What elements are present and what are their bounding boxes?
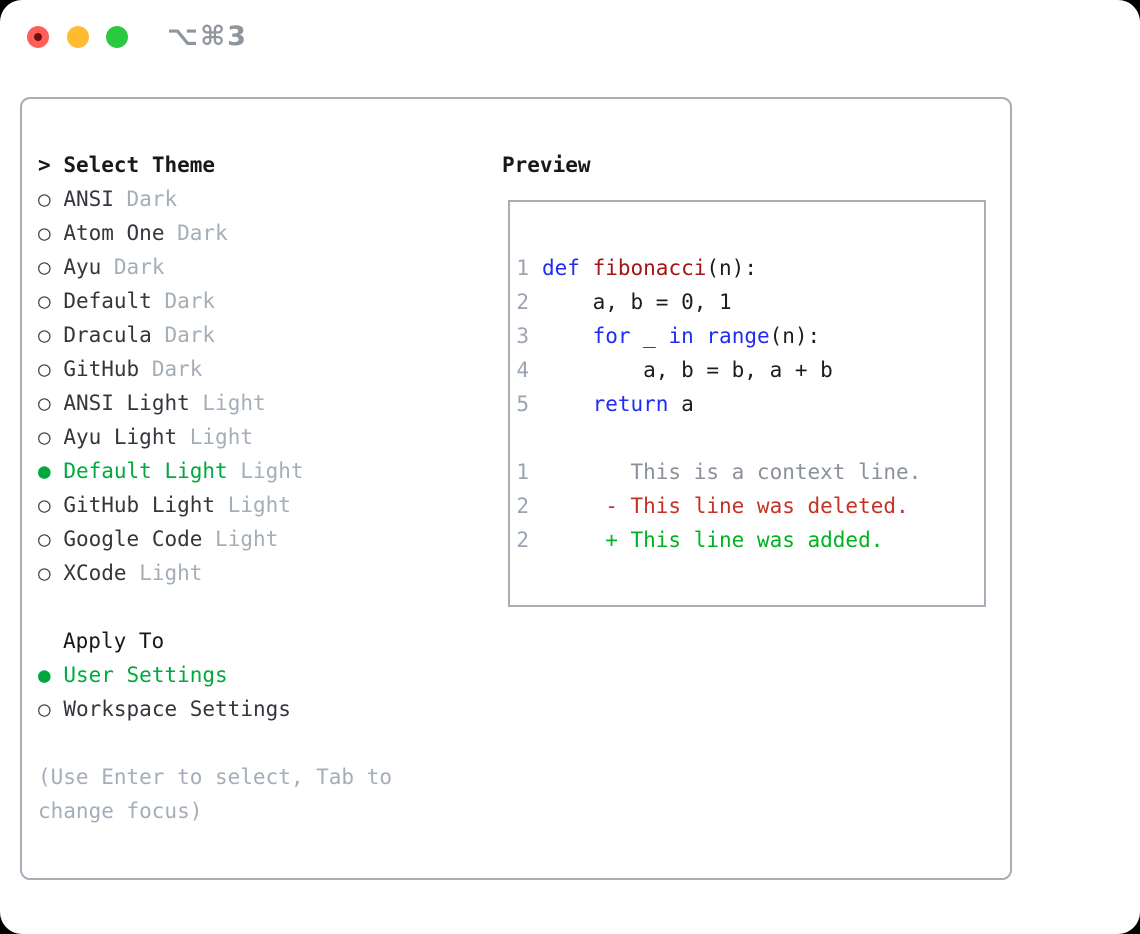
radio-selected-icon: ●: [38, 663, 51, 687]
radio-icon: ○: [38, 697, 51, 721]
line-number: 5: [516, 392, 529, 416]
blank-line: [516, 421, 984, 455]
theme-option-ansi-light[interactable]: ○ ANSI Light Light: [38, 386, 304, 420]
theme-name: ANSI: [63, 187, 114, 211]
line-number: 1: [516, 256, 529, 280]
code-line: 2 a, b = 0, 1: [516, 285, 984, 319]
theme-option-xcode[interactable]: ○ XCode Light: [38, 556, 304, 590]
theme-variant: Light: [227, 493, 291, 517]
line-number: 1: [516, 460, 529, 484]
theme-option-atom-one[interactable]: ○ Atom One Dark: [38, 216, 304, 250]
theme-option-ayu-light[interactable]: ○ Ayu Light Light: [38, 420, 304, 454]
radio-icon: ○: [38, 289, 51, 313]
theme-option-ansi[interactable]: ○ ANSI Dark: [38, 182, 304, 216]
theme-list: > Select Theme ○ ANSI Dark○ Atom One Dar…: [38, 148, 304, 590]
theme-name: Atom One: [63, 221, 165, 245]
apply-option-label: Workspace Settings: [63, 697, 291, 721]
theme-name: Default Light: [63, 459, 228, 483]
theme-option-default-light[interactable]: ● Default Light Light: [38, 454, 304, 488]
theme-name: XCode: [63, 561, 127, 585]
radio-icon: ○: [38, 527, 51, 551]
theme-option-dracula[interactable]: ○ Dracula Dark: [38, 318, 304, 352]
theme-list-title: Select Theme: [63, 153, 216, 177]
added-line: 2 + This line was added.: [516, 523, 984, 557]
radio-icon: ○: [38, 187, 51, 211]
line-number: 2: [516, 528, 529, 552]
theme-list-header: > Select Theme: [38, 148, 304, 182]
theme-name: Default: [63, 289, 152, 313]
radio-icon: ○: [38, 323, 51, 347]
window-title: ⌥⌘3: [167, 21, 248, 52]
hint-line-2: change focus): [38, 799, 203, 823]
theme-name: ANSI Light: [63, 391, 190, 415]
line-number: 3: [516, 324, 529, 348]
theme-variant: Light: [139, 561, 203, 585]
radio-icon: ○: [38, 357, 51, 381]
theme-name: GitHub: [63, 357, 140, 381]
theme-variant: Dark: [151, 357, 203, 381]
apply-to-title: Apply To: [63, 629, 165, 653]
theme-name: Dracula: [63, 323, 152, 347]
radio-icon: ○: [38, 255, 51, 279]
radio-icon: ○: [38, 221, 51, 245]
theme-option-github[interactable]: ○ GitHub Dark: [38, 352, 304, 386]
theme-name: Ayu Light: [63, 425, 178, 449]
radio-icon: ○: [38, 391, 51, 415]
context-line: 1 This is a context line.: [516, 455, 984, 489]
code-line: 5 return a: [516, 387, 984, 421]
theme-option-github-light[interactable]: ○ GitHub Light Light: [38, 488, 304, 522]
code-line: 4 a, b = b, a + b: [516, 353, 984, 387]
theme-name: GitHub Light: [63, 493, 216, 517]
theme-name: Google Code: [63, 527, 203, 551]
radio-icon: ○: [38, 561, 51, 585]
theme-variant: Light: [215, 527, 279, 551]
theme-name: Ayu: [63, 255, 102, 279]
radio-icon: ○: [38, 425, 51, 449]
line-number: 2: [516, 494, 529, 518]
theme-option-ayu[interactable]: ○ Ayu Dark: [38, 250, 304, 284]
theme-option-default[interactable]: ○ Default Dark: [38, 284, 304, 318]
code-line: 3 for _ in range(n):: [516, 319, 984, 353]
apply-option-workspace-settings[interactable]: ○ Workspace Settings: [38, 692, 291, 726]
deleted-line: 2 - This line was deleted.: [516, 489, 984, 523]
apply-option-label: User Settings: [63, 663, 228, 687]
theme-variant: Dark: [177, 221, 228, 245]
theme-option-google-code[interactable]: ○ Google Code Light: [38, 522, 304, 556]
theme-variant: Dark: [164, 323, 216, 347]
theme-variant: Dark: [113, 255, 165, 279]
zoom-button[interactable]: [106, 26, 128, 48]
hint-line-1: (Use Enter to select, Tab to: [38, 765, 393, 789]
theme-variant: Light: [189, 425, 253, 449]
radio-selected-icon: ●: [38, 459, 51, 483]
theme-variant: Light: [240, 459, 304, 483]
prompt-cursor: >: [38, 153, 51, 177]
preview-title: Preview: [502, 153, 591, 177]
minimize-button[interactable]: [67, 26, 89, 48]
theme-variant: Dark: [126, 187, 178, 211]
line-number: 2: [516, 290, 529, 314]
close-button[interactable]: [27, 26, 49, 48]
theme-variant: Light: [202, 391, 266, 415]
theme-variant: Dark: [164, 289, 216, 313]
apply-option-user-settings[interactable]: ● User Settings: [38, 658, 291, 692]
apply-to-section: Apply To ● User Settings○ Workspace Sett…: [38, 624, 291, 726]
hint-text: (Use Enter to select, Tab to change focu…: [38, 760, 392, 828]
radio-icon: ○: [38, 493, 51, 517]
line-number: 4: [516, 358, 529, 382]
